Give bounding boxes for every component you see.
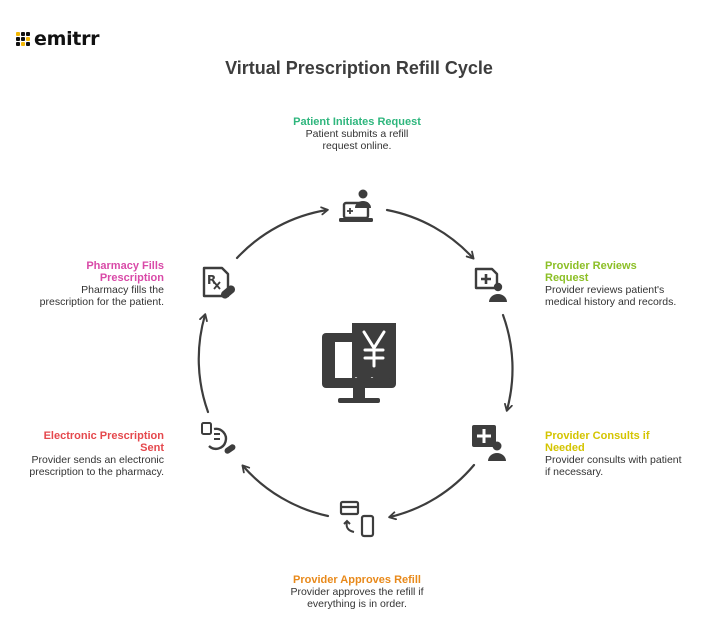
doctor-consult-icon [472,425,506,461]
step-title: Provider Approves Refill [293,574,421,586]
title-line: Provider Reviews [545,260,637,272]
rx-pill-icon: R [202,266,236,299]
desc-line: everything is in order. [307,598,407,610]
arrow-pharmacy-to-patient [235,206,329,260]
step-description: Provider sends an electronic prescriptio… [6,454,164,478]
step-description: Patient submits a refill request online. [257,128,457,152]
arrow-review-to-consult [501,313,514,412]
title-line: Prescription [99,272,164,284]
step-provider-reviews: Provider Reviews Request Provider review… [545,260,715,308]
laptop-user-icon [339,189,373,222]
step-pharmacy-fills: Pharmacy Fills Prescription Pharmacy fil… [6,260,164,308]
arrow-approve-to-sent [241,464,330,518]
desc-line: medical history and records. [545,296,677,308]
desc-line: prescription to the pharmacy. [29,466,164,478]
desc-line: Pharmacy fills the [81,284,164,296]
title-line: Provider Consults if [545,430,650,442]
arrow-patient-to-review [385,208,475,260]
step-patient-initiates: Patient Initiates Request Patient submit… [257,116,457,152]
step-description: Provider approves the refill if everythi… [257,586,457,610]
title-line: Needed [545,442,585,454]
step-description: Provider consults with patient if necess… [545,454,715,478]
brand-name: emitrr [34,28,100,50]
desc-line: Patient submits a refill [305,128,409,140]
title-line: Request [545,272,589,284]
medical-file-user-icon [474,267,507,302]
desc-line: Provider approves the refill if [290,586,424,598]
send-prescription-icon [201,422,236,454]
step-title: Provider Reviews Request [545,260,715,284]
monitor-yen-receipt-icon [322,323,396,403]
title-line: Pharmacy Fills [86,260,164,272]
svg-text:R: R [207,273,216,287]
step-electronic-prescription: Electronic Prescription Sent Provider se… [6,430,164,478]
step-provider-approves: Provider Approves Refill Provider approv… [257,574,457,610]
desc-line: Provider sends an electronic [31,454,165,466]
diagram-title: Virtual Prescription Refill Cycle [225,58,493,78]
desc-line: prescription for the patient. [39,296,164,308]
desc-line: Provider consults with patient [545,454,682,466]
card-phone-icon [339,500,375,538]
title-line: Electronic Prescription [43,430,164,442]
logo-dots-icon [16,32,30,46]
arrow-sent-to-pharmacy [197,313,210,414]
step-provider-consults: Provider Consults if Needed Provider con… [545,430,715,478]
step-title: Provider Consults if Needed [545,430,715,454]
step-title: Patient Initiates Request [293,116,421,128]
brand-logo: emitrr [16,28,100,50]
title-line: Sent [140,442,164,454]
desc-line: Provider reviews patient's [545,284,665,296]
desc-line: if necessary. [545,466,604,478]
arrow-consult-to-approve [388,463,476,521]
step-title: Electronic Prescription Sent [6,430,164,454]
step-title: Pharmacy Fills Prescription [6,260,164,284]
step-description: Provider reviews patient's medical histo… [545,284,715,308]
desc-line: request online. [322,140,392,152]
step-description: Pharmacy fills the prescription for the … [6,284,164,308]
